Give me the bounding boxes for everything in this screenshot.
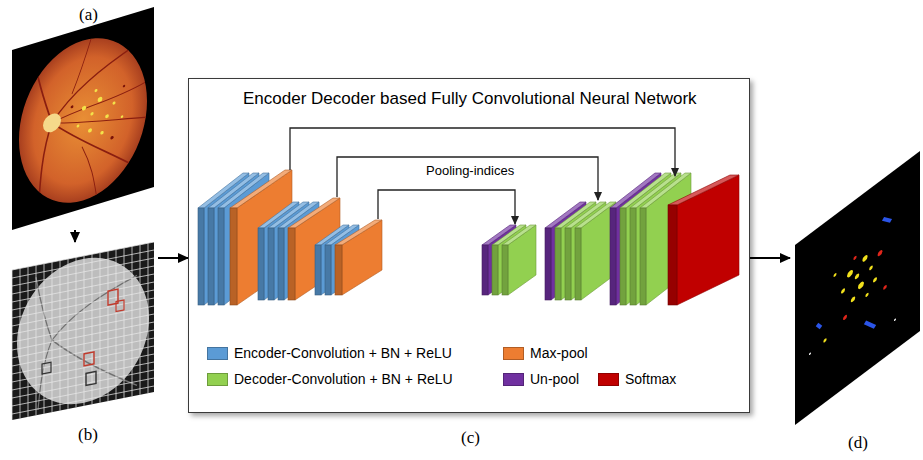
- skip-connection: [337, 157, 598, 200]
- panel-label: (c): [461, 428, 480, 448]
- maxpool-layer: [230, 170, 292, 305]
- legend-text: Decoder-Convolution + BN + ReLU: [234, 371, 453, 387]
- legend-text: Softmax: [625, 371, 676, 387]
- legend-swatch: [503, 347, 524, 360]
- legend-swatch: [503, 373, 524, 386]
- legend-swatch: [207, 373, 228, 386]
- fundus-image: [8, 5, 158, 230]
- flow-arrow: [74, 230, 76, 242]
- box-title: Encoder Decoder based Fully Convolutiona…: [243, 89, 697, 109]
- segmentation-output: [790, 148, 922, 428]
- legend-text: Un-pool: [530, 371, 579, 387]
- image-panel: (a): [8, 5, 158, 230]
- legend-text: Max-pool: [530, 345, 588, 361]
- legend-swatch: [207, 347, 228, 360]
- legend-text: Encoder-Convolution + BN + ReLU: [234, 345, 452, 361]
- panel-label: (d): [848, 433, 868, 453]
- skip-connection: [378, 190, 515, 224]
- flow-arrow: [750, 257, 790, 259]
- softmax-layer: [668, 175, 739, 305]
- panel-label: (a): [79, 5, 98, 25]
- annotation-label: Pooling-indices: [424, 164, 516, 179]
- legend-swatch: [598, 373, 619, 386]
- panel-label: (b): [78, 425, 98, 445]
- image-panel: (b): [8, 242, 158, 447]
- maxpool-layer: [335, 220, 382, 295]
- patch-grid-image: [8, 242, 158, 447]
- image-panel: (d): [790, 148, 922, 428]
- decoder-conv-layer: [502, 225, 536, 295]
- network-box: Encoder Decoder based Fully Convolutiona…: [188, 78, 750, 413]
- flow-arrow: [158, 257, 188, 259]
